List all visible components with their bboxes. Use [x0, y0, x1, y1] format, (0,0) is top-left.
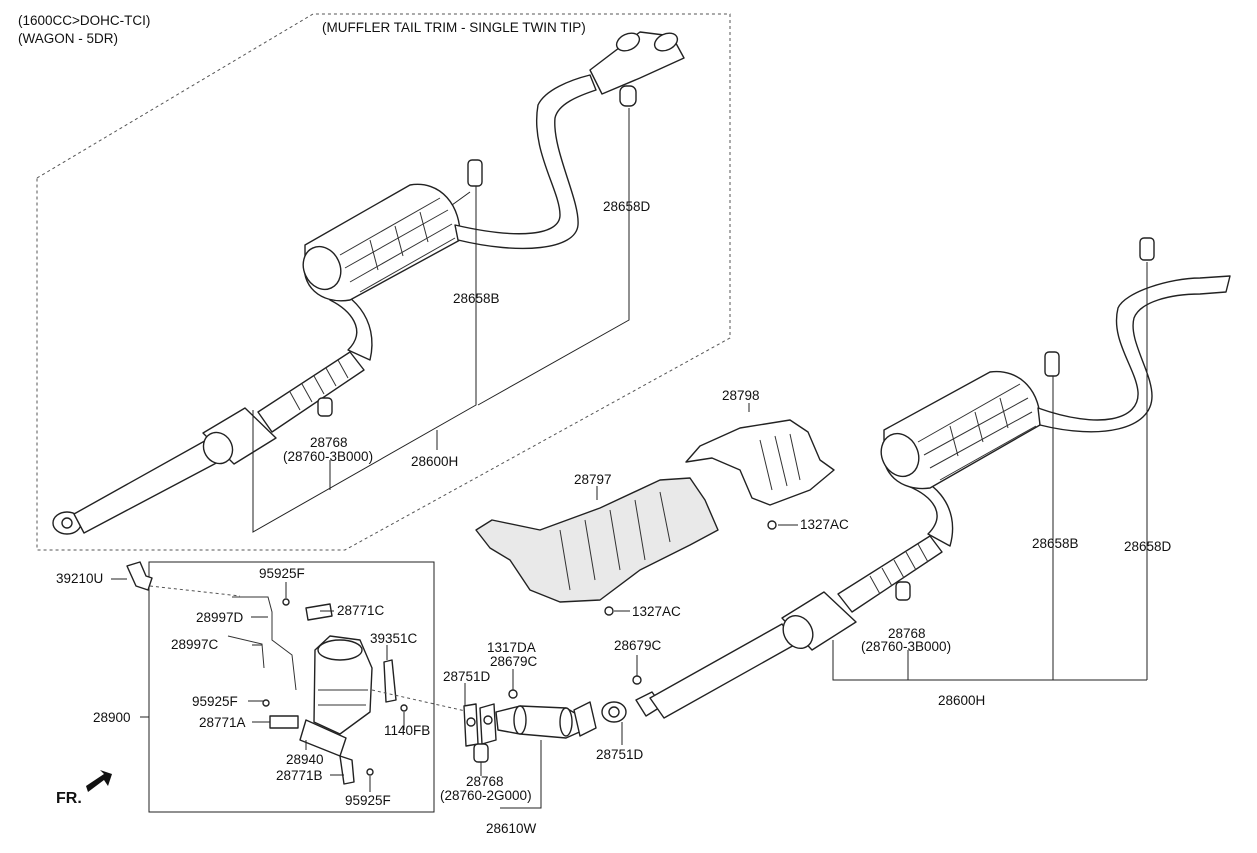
callout-28600H: 28600H [411, 454, 458, 469]
callout-95925F-top: 95925F [259, 566, 305, 581]
callout-28679C-right: 28679C [614, 638, 662, 653]
callout-28751D-right: 28751D [596, 747, 644, 762]
leader-28658B-a [252, 186, 477, 533]
heat-shields [475, 419, 835, 616]
body-spec: (WAGON - 5DR) [18, 31, 118, 46]
catalyst-group-box [148, 561, 435, 813]
engine-spec: (1600CC>DOHC-TCI) [18, 13, 150, 28]
callout-28768-front: 28768 [466, 774, 504, 789]
callout-28771B: 28771B [276, 768, 323, 783]
leader-28610W [500, 740, 542, 809]
callout-1140FB: 1140FB [384, 723, 430, 738]
front-arrow-icon [86, 770, 112, 792]
callout-28798: 28798 [722, 388, 760, 403]
leader-28658D-a [477, 108, 630, 406]
callout-1317DA: 1317DA [487, 640, 536, 655]
callout-28771C: 28771C [337, 603, 385, 618]
callout-95925F-bottom: 95925F [345, 793, 391, 808]
callout-28658D-rear: 28658D [1124, 539, 1172, 554]
callout-28797: 28797 [574, 472, 612, 487]
upper-exhaust-assembly [52, 31, 685, 535]
callout-28600H-rear: 28600H [938, 693, 985, 708]
callout-28760-2G000: (28760-2G000) [440, 788, 532, 803]
callout-1327AC: 1327AC [800, 517, 849, 532]
callout-28997D: 28997D [196, 610, 244, 625]
callout-1327AC-lower: 1327AC [632, 604, 681, 619]
callout-28610W: 28610W [486, 821, 537, 836]
callout-28760-3B000: (28760-3B000) [283, 449, 373, 464]
callout-95925F-mid: 95925F [192, 694, 238, 709]
callout-28771A: 28771A [199, 715, 246, 730]
callout-39210U: 39210U [56, 571, 103, 586]
callout-28997C: 28997C [171, 637, 219, 652]
callout-28900: 28900 [93, 710, 131, 725]
rear-exhaust-assembly [632, 237, 1231, 719]
callout-28768: 28768 [310, 435, 348, 450]
callout-28751D: 28751D [443, 669, 491, 684]
callout-28760-3B000-rear: (28760-3B000) [861, 639, 951, 654]
callout-28658B: 28658B [453, 291, 500, 306]
callout-39351C: 39351C [370, 631, 418, 646]
front-direction-label: FR. [56, 790, 82, 807]
callout-28658D: 28658D [603, 199, 651, 214]
callout-28768-rear: 28768 [888, 626, 926, 641]
catalytic-converter-assembly [126, 561, 471, 785]
front-pipe-assembly [463, 689, 627, 763]
callout-28940: 28940 [286, 752, 324, 767]
callout-28658B-rear: 28658B [1032, 536, 1079, 551]
callout-28679C: 28679C [490, 654, 538, 669]
variant-title: (MUFFLER TAIL TRIM - SINGLE TWIN TIP) [322, 20, 586, 35]
alternate-variant-frame [36, 13, 731, 551]
leader-28600H-b [832, 262, 1148, 681]
